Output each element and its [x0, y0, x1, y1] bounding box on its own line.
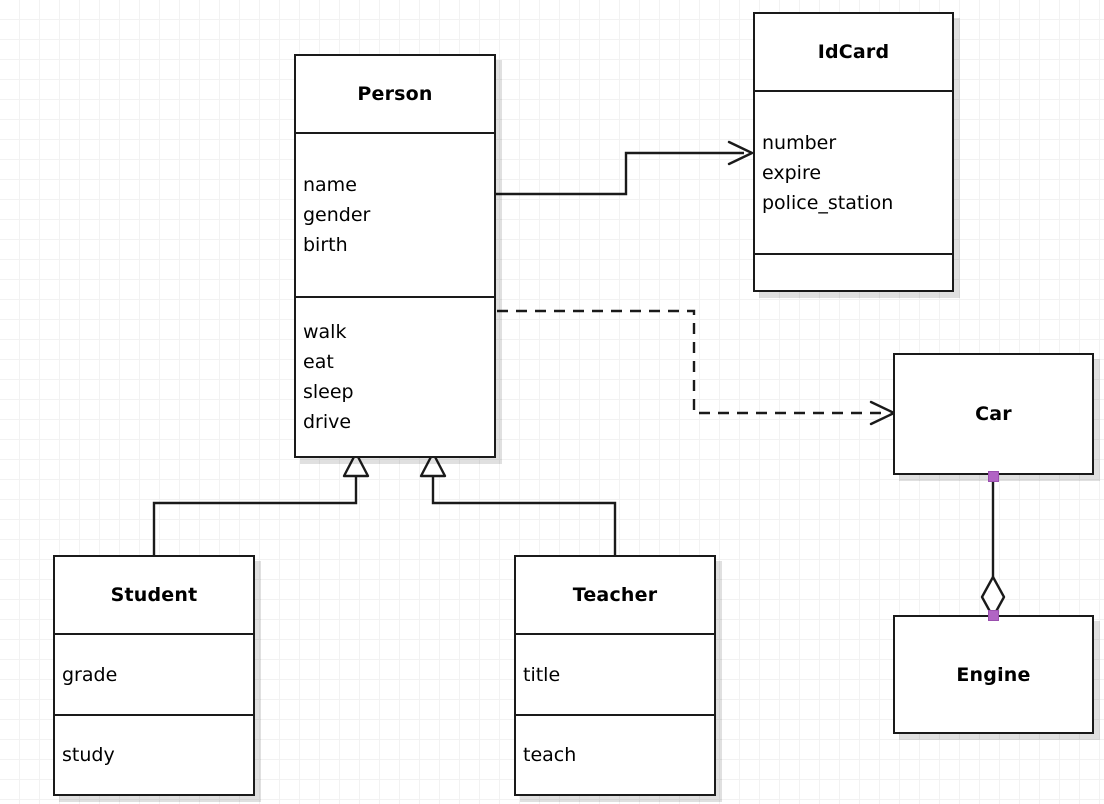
operation-row: teach	[523, 744, 577, 766]
class-title-student: Student	[110, 584, 198, 606]
attribute-row: title	[523, 663, 561, 686]
operation-row: study	[62, 744, 115, 766]
open-arrowhead-icon	[727, 140, 754, 166]
class-operations-person: walk eat sleep drive	[296, 296, 494, 456]
class-attributes-idcard: number expire police_station	[755, 90, 952, 253]
class-attributes-student: grade	[55, 633, 253, 714]
attribute-row: grade	[62, 663, 118, 686]
class-title-teacher: Teacher	[572, 584, 658, 606]
edge-student-person[interactable]	[152, 451, 370, 556]
class-box-student[interactable]: Student grade study	[53, 555, 255, 796]
attribute-row: number	[762, 131, 837, 154]
edge-endpoint-handle-engine[interactable]	[988, 610, 999, 621]
class-title-idcard: IdCard	[817, 41, 890, 63]
attribute-row: name	[303, 174, 357, 196]
class-attributes-teacher: title	[516, 633, 714, 714]
class-title-person: Person	[357, 83, 433, 105]
edge-car-engine[interactable]	[980, 476, 1006, 619]
hollow-triangle-arrowhead-icon	[342, 451, 370, 478]
attribute-row: expire	[762, 161, 822, 184]
class-box-idcard[interactable]: IdCard number expire police_station	[753, 12, 954, 292]
class-operations-idcard	[755, 253, 952, 290]
class-title-engine: Engine	[956, 663, 1031, 686]
edge-person-car[interactable]	[497, 309, 896, 426]
class-attributes-person: name gender birth	[296, 132, 494, 296]
class-box-person[interactable]: Person name gender birth walk eat sleep …	[294, 54, 496, 458]
class-operations-student: study	[55, 714, 253, 794]
operation-row: drive	[303, 411, 352, 433]
class-title-car: Car	[975, 403, 1012, 425]
class-box-teacher[interactable]: Teacher title teach	[514, 555, 716, 796]
operation-row: sleep	[303, 381, 354, 403]
class-box-engine[interactable]: Engine	[893, 615, 1094, 734]
operation-row: walk	[303, 321, 347, 343]
attribute-row: police_station	[762, 191, 894, 214]
attribute-row: birth	[303, 234, 348, 256]
edge-endpoint-handle-car[interactable]	[988, 471, 999, 482]
hollow-triangle-arrowhead-icon	[419, 451, 447, 478]
class-box-car[interactable]: Car	[893, 353, 1094, 475]
operation-row: eat	[303, 351, 334, 373]
edge-teacher-person[interactable]	[419, 451, 617, 556]
attribute-row: gender	[303, 204, 371, 226]
class-operations-teacher: teach	[516, 714, 714, 794]
edge-person-idcard[interactable]	[496, 140, 754, 196]
